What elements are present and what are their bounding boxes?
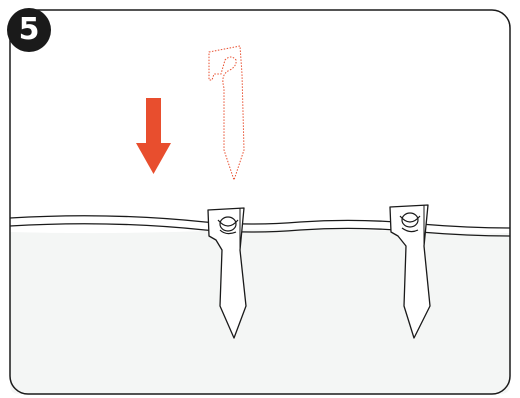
panel-frame	[9, 9, 511, 395]
boundary-wire-bottom	[9, 223, 511, 237]
step-number-badge: 5	[7, 8, 51, 52]
boundary-wire-top	[9, 215, 511, 229]
ghost-peg-outline	[208, 45, 245, 182]
wire-peg-icon	[389, 204, 431, 339]
arrow-down-icon	[136, 98, 171, 174]
ground-area	[10, 229, 510, 394]
wire-peg-icon	[207, 207, 247, 339]
